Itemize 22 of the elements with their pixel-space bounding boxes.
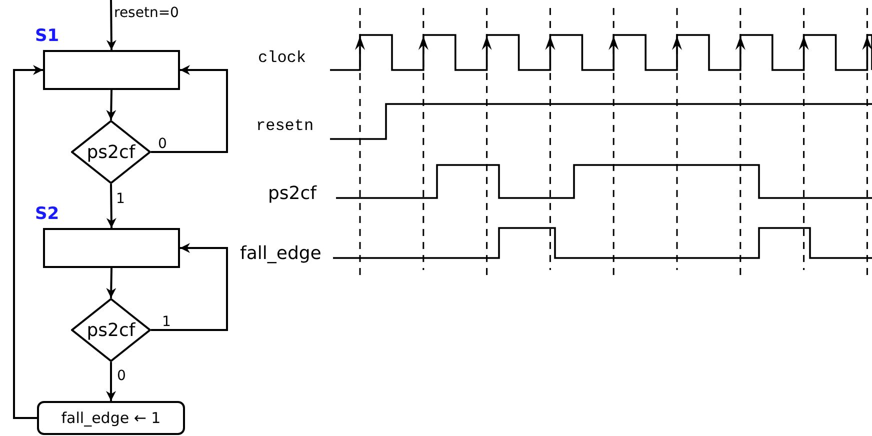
action-box: fall_edge ← 1 [37, 401, 185, 435]
signal-label: clock [258, 50, 306, 66]
edge-label: 1 [162, 315, 171, 329]
arrow [106, 362, 116, 401]
decision-diamond: ps2cf [71, 298, 151, 362]
signal-label: resetn [256, 118, 314, 134]
decision-diamond: ps2cf [71, 120, 151, 184]
arrow [151, 243, 228, 331]
state-label: S1 [35, 26, 60, 46]
edge-label: 1 [116, 192, 125, 206]
arrow [106, 184, 116, 228]
arrow [106, 0, 116, 50]
state-label: S2 [35, 204, 60, 224]
arrow [106, 268, 116, 298]
signal-label: ps2cf [268, 185, 316, 203]
edge-label: 0 [158, 137, 167, 151]
arrow [151, 65, 228, 153]
edge-label: resetn=0 [114, 6, 179, 20]
signal-label: fall_edge [240, 245, 322, 263]
arrow [106, 90, 116, 120]
edge-label: 0 [117, 369, 126, 383]
arrow [13, 65, 43, 419]
